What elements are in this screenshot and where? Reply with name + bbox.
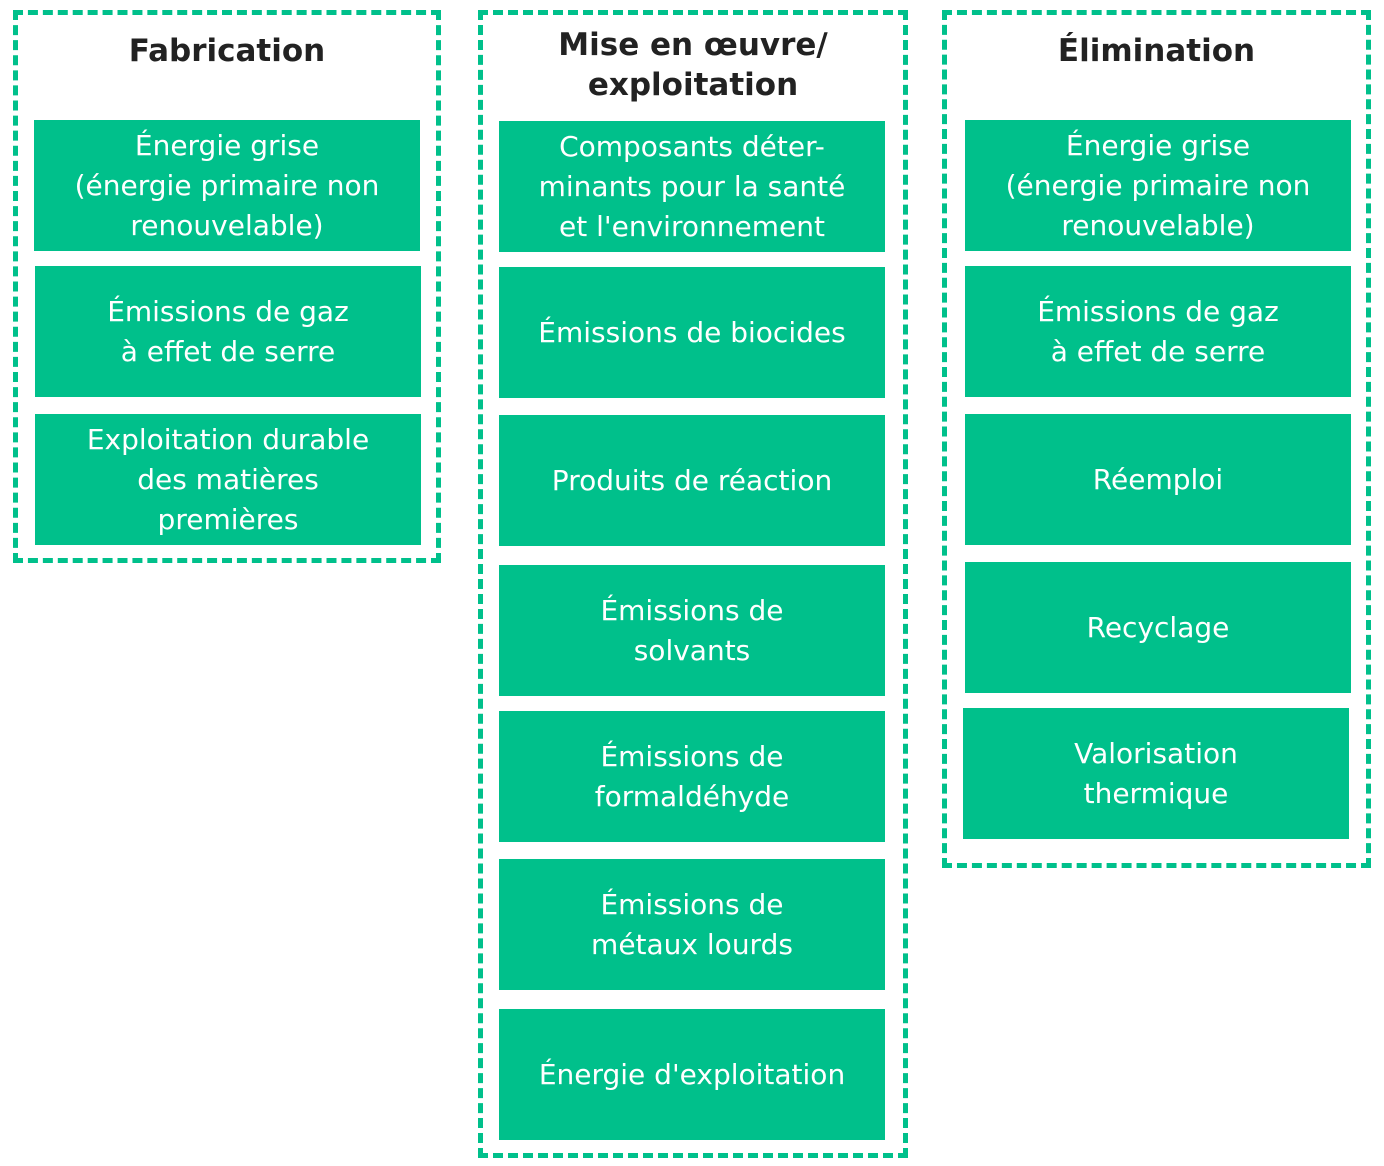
box-item: Émissions de métaux lourds: [499, 859, 885, 990]
box-item: Émissions de biocides: [499, 267, 885, 398]
column-mise-en-oeuvre: Mise en œuvre/ exploitation Composants d…: [478, 10, 908, 1158]
box-item: Émissions de gaz à effet de serre: [35, 266, 421, 397]
column-elimination: Élimination Énergie grise (énergie prima…: [942, 10, 1371, 868]
column-title: Élimination: [1057, 33, 1256, 69]
box-item: Recyclage: [965, 562, 1351, 693]
column-fabrication: Fabrication Énergie grise (énergie prima…: [13, 10, 441, 563]
box-item: Énergie grise (énergie primaire non reno…: [965, 120, 1351, 251]
column-title: Fabrication: [128, 33, 326, 69]
box-item: Énergie d'exploitation: [499, 1009, 885, 1140]
box-item: Réemploi: [965, 414, 1351, 545]
column-title: Mise en œuvre/ exploitation: [558, 27, 828, 103]
box-item: Émissions de solvants: [499, 565, 885, 696]
box-item: Énergie grise (énergie primaire non reno…: [34, 120, 420, 251]
box-item: Émissions de formaldéhyde: [499, 711, 885, 842]
box-item: Émissions de gaz à effet de serre: [965, 266, 1351, 397]
box-item: Exploitation durable des matières premiè…: [35, 414, 421, 545]
box-item: Valorisation thermique: [963, 708, 1349, 839]
box-item: Produits de réaction: [499, 415, 885, 546]
box-item: Composants déter- minants pour la santé …: [499, 121, 885, 252]
